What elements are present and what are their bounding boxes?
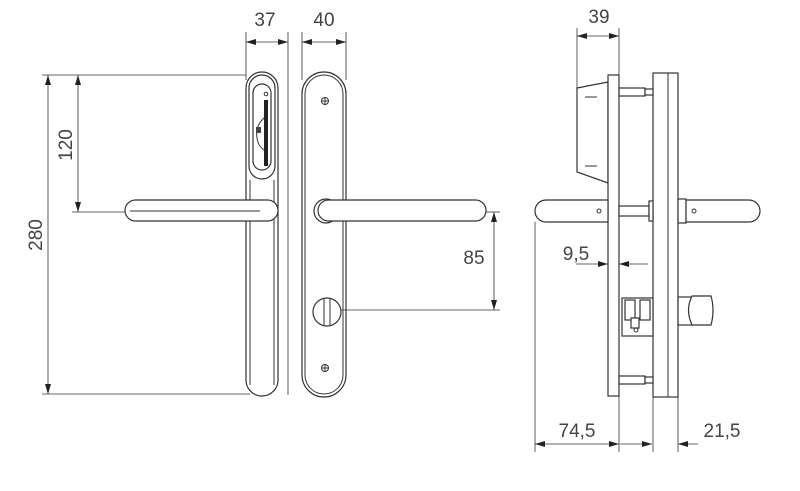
spindle [618, 205, 650, 217]
side-inner-handle [534, 199, 609, 223]
dim-74-5: 74,5 [559, 421, 596, 442]
side-thumb-turn [687, 295, 714, 326]
side-outer-plate [652, 72, 679, 398]
dim-39: 39 [588, 7, 609, 28]
side-view [534, 72, 761, 398]
front-view-inner [124, 71, 279, 397]
dim-280: 280 [26, 219, 47, 251]
side-outer-handle [685, 199, 761, 223]
outer-lever-handle [317, 199, 487, 222]
screw-icon [321, 97, 329, 105]
outer-plate [301, 71, 347, 398]
dim-85: 85 [463, 248, 484, 269]
card-slot [264, 100, 268, 166]
dim-9-5: 9,5 [563, 244, 589, 265]
side-inner-plate [607, 74, 620, 397]
dim-40: 40 [313, 10, 334, 31]
dimension-lines [42, 28, 698, 452]
dim-120: 120 [56, 129, 77, 161]
dim-37: 37 [254, 10, 275, 31]
dim-21-5: 21,5 [704, 421, 741, 442]
dimension-labels: 280 120 37 40 85 39 9,5 74,5 21,5 [26, 7, 740, 442]
thumb-turn [312, 297, 342, 327]
screw-icon [321, 364, 329, 372]
front-view-outer [301, 71, 487, 398]
